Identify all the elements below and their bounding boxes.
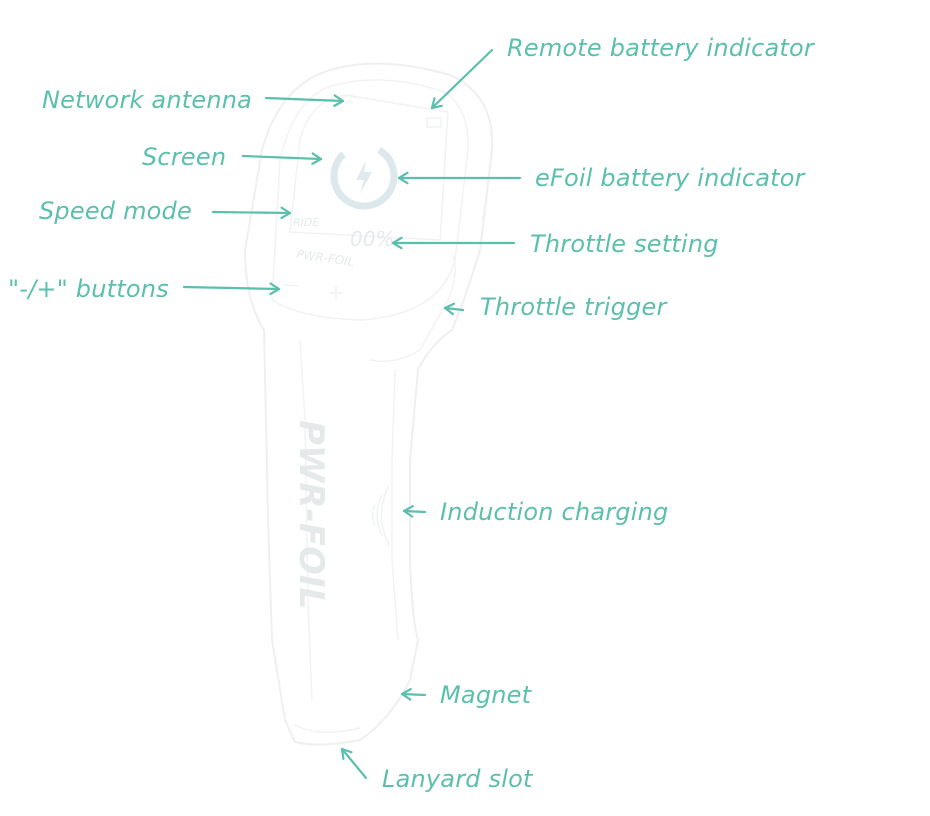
arrow-buttons (182, 282, 281, 296)
minus-icon (284, 284, 298, 287)
grip-line-right (391, 369, 399, 641)
throttle-readout: 00% (350, 227, 394, 251)
induction-icon (371, 484, 390, 546)
arrow-network-antenna (264, 94, 345, 107)
arrow-magnet (400, 688, 427, 701)
label-lanyard-slot: Lanyard slot (382, 765, 533, 793)
brand-small: PWR-FOIL (296, 247, 356, 269)
arrow-induction-charging (402, 505, 427, 518)
plus-icon (329, 286, 343, 300)
arrow-efoil-battery (397, 171, 522, 185)
label-remote-battery: Remote battery indicator (507, 34, 814, 62)
arrow-lanyard-slot (340, 747, 368, 780)
label-network-antenna: Network antenna (42, 86, 253, 114)
speed-mode-readout: RIDE (293, 216, 319, 229)
label-induction-charging: Induction charging (440, 498, 669, 526)
arrow-throttle-setting (391, 236, 516, 250)
label-speed-mode: Speed mode (39, 197, 192, 225)
grip-line (299, 339, 313, 701)
callout-arrows (182, 48, 522, 780)
label-magnet: Magnet (440, 681, 532, 709)
bolt-icon (356, 160, 372, 194)
arrow-speed-mode (211, 206, 292, 220)
label-throttle-trigger: Throttle trigger (480, 293, 667, 321)
remote-head-inner (271, 79, 469, 321)
label-throttle-setting: Throttle setting (530, 230, 719, 258)
label-buttons: "-/+" buttons (8, 275, 169, 303)
remote-body-outline (244, 62, 494, 746)
lanyard-slot-shape (294, 724, 361, 734)
screen-panel (289, 94, 449, 241)
label-screen: Screen (142, 143, 227, 171)
arrow-screen (241, 152, 323, 165)
arrow-remote-battery (430, 48, 494, 110)
label-efoil-battery: eFoil battery indicator (535, 164, 805, 192)
battery-icon (426, 117, 442, 128)
brand-grip: PWR-FOIL (291, 420, 331, 609)
antenna-icon (341, 94, 357, 105)
throttle-trigger-shape (369, 254, 456, 362)
arrow-throttle-trigger (443, 302, 465, 316)
efoil-battery-ring (330, 142, 398, 210)
